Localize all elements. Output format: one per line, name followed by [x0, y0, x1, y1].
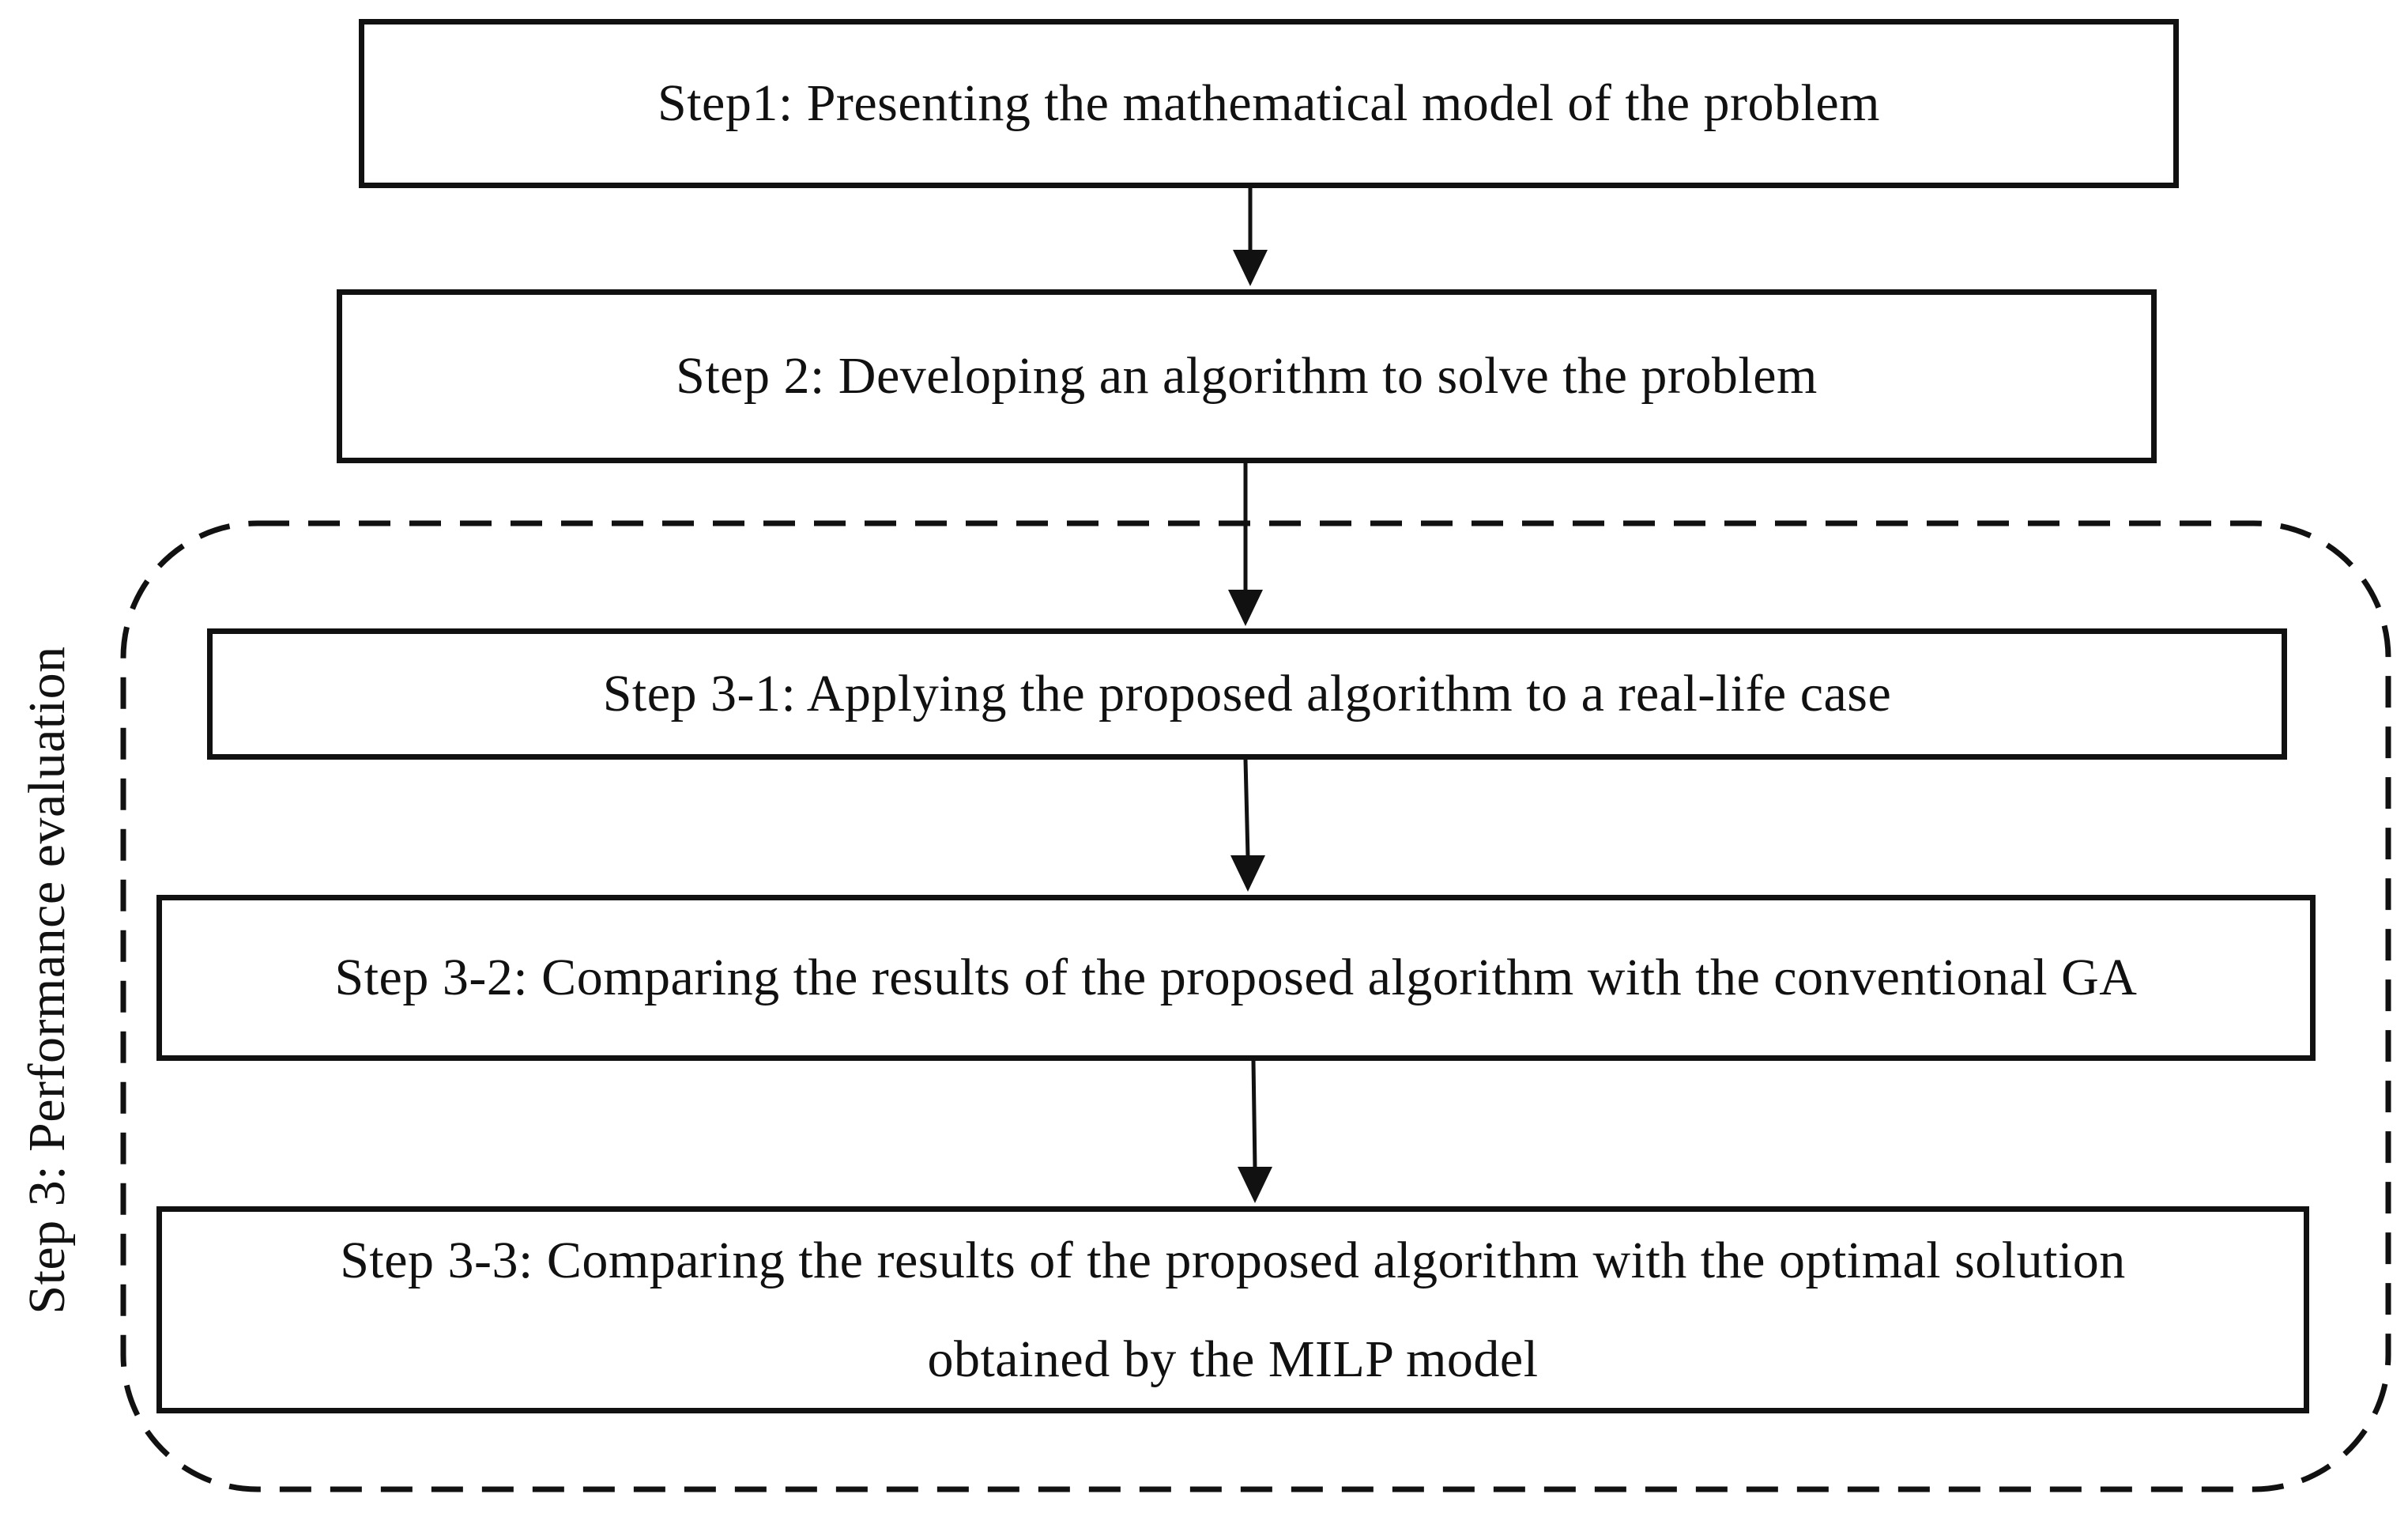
step3-3-label: Step 3-3: Comparing the results of the p… — [340, 1231, 2126, 1388]
step2-label: Step 2: Developing an algorithm to solve… — [676, 347, 1818, 406]
connector-step1-to-step2 — [1233, 188, 1268, 286]
step1-box: Step1: Presenting the mathematical model… — [359, 19, 2179, 188]
step1-label: Step1: Presenting the mathematical model… — [658, 74, 1880, 133]
step3-1-box: Step 3-1: Applying the proposed algorith… — [207, 628, 2287, 760]
step3-2-label: Step 3-2: Comparing the results of the p… — [334, 949, 2138, 1007]
step3-2-box: Step 3-2: Comparing the results of the p… — [156, 895, 2316, 1061]
step2-box: Step 2: Developing an algorithm to solve… — [337, 289, 2157, 463]
performance-evaluation-group-label: Step 3: Performance evaluation — [18, 646, 76, 1315]
connector-step2-to-step3-1 — [1228, 463, 1263, 626]
step3-3-box: Step 3-3: Comparing the results of the p… — [156, 1206, 2309, 1413]
step3-1-label: Step 3-1: Applying the proposed algorith… — [602, 665, 1892, 723]
connector-step3-1-to-step3-2 — [1230, 759, 1265, 892]
performance-evaluation-group-border — [120, 520, 2391, 1492]
connector-step3-2-to-step3-3 — [1238, 1060, 1272, 1203]
